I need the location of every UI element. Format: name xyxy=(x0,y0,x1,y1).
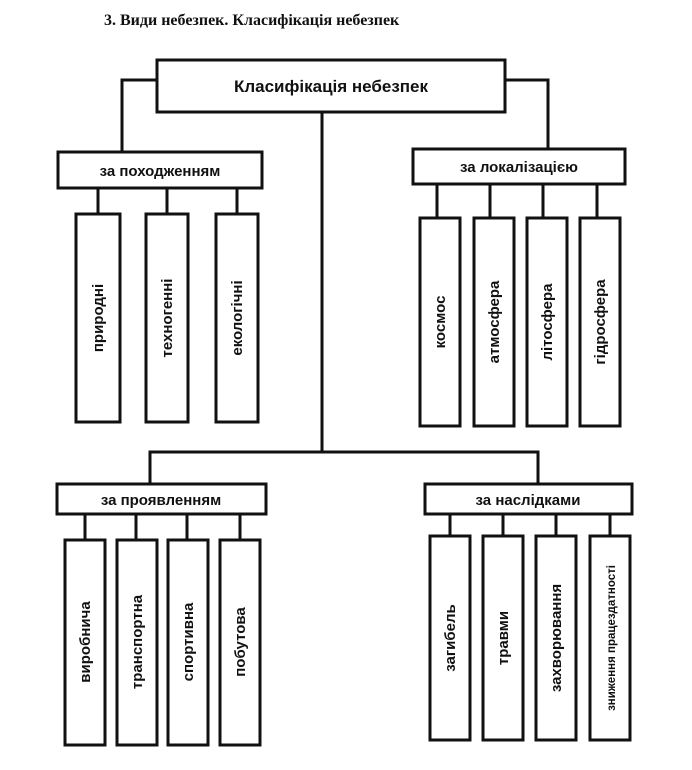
item-label: травми xyxy=(495,611,512,665)
item-box: зниження працездатності xyxy=(588,534,632,742)
item-box: транспортна xyxy=(115,538,159,747)
page-title: 3. Види небезпек. Класифікація небезпек xyxy=(104,12,400,29)
group-label-localization: за локалізацією xyxy=(460,159,578,176)
item-label: літосфера xyxy=(539,283,556,361)
item-label: гідросфера xyxy=(592,279,609,365)
root-node: Класифікація небезпек xyxy=(155,58,507,114)
item-label: захворювання xyxy=(548,584,565,692)
item-label: природні xyxy=(90,284,107,352)
item-box: травми xyxy=(481,534,525,742)
group-header-origin: за походженням xyxy=(56,150,264,190)
item-label: зниження працездатності xyxy=(606,565,618,711)
item-box: екологічні xyxy=(214,212,260,424)
item-box: загибель xyxy=(428,534,472,742)
item-box: побутова xyxy=(218,538,262,747)
item-label: космос xyxy=(432,296,449,349)
root-label: Класифікація небезпек xyxy=(234,77,429,96)
item-box: космос xyxy=(418,216,462,428)
item-label: екологічні xyxy=(229,280,246,355)
item-label: виробнича xyxy=(77,601,94,683)
group-header-consequences: за наслідками xyxy=(423,482,634,516)
group-label-manifestation: за проявленням xyxy=(101,492,221,509)
item-box: техногенні xyxy=(144,212,190,424)
item-box: виробнича xyxy=(63,538,107,747)
item-box: природні xyxy=(74,212,122,424)
group-header-manifestation: за проявленням xyxy=(55,482,268,516)
group-label-consequences: за наслідками xyxy=(476,492,581,509)
item-label: побутова xyxy=(232,607,249,677)
group-label-origin: за походженням xyxy=(100,163,221,180)
item-box: спортивна xyxy=(166,538,210,747)
item-label: спортивна xyxy=(180,602,197,681)
item-label: атмосфера xyxy=(486,280,503,363)
item-label: загибель xyxy=(442,604,459,671)
item-box: атмосфера xyxy=(472,216,516,428)
group-header-localization: за локалізацією xyxy=(411,147,627,186)
item-label: транспортна xyxy=(129,594,146,689)
item-box: літосфера xyxy=(525,216,569,428)
connector-lines xyxy=(83,78,612,540)
item-label: техногенні xyxy=(159,279,176,358)
item-box: захворювання xyxy=(534,534,578,742)
item-box: гідросфера xyxy=(578,216,622,428)
